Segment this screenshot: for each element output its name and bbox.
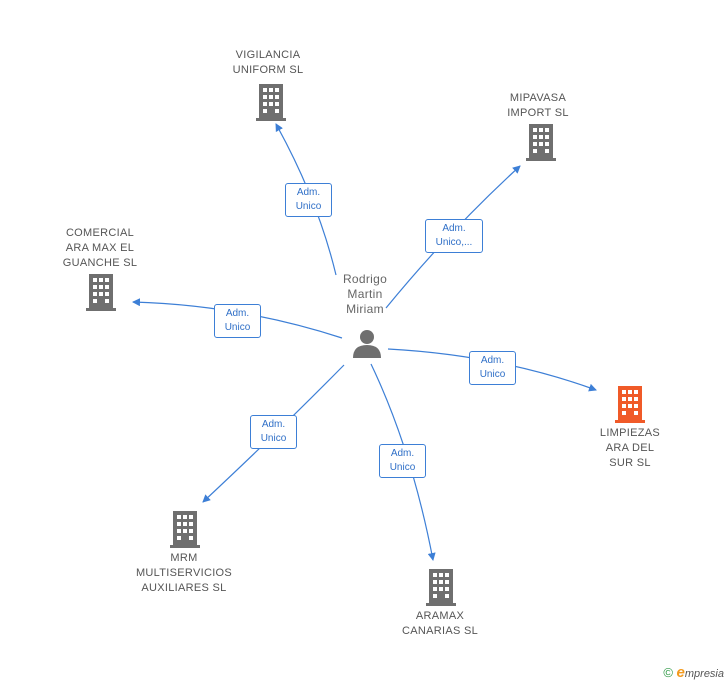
person-icon[interactable] (351, 328, 383, 358)
relation-label-limpiezas[interactable]: Adm. Unico (469, 351, 516, 385)
company-label-vigilancia[interactable]: VIGILANCIA UNIFORM SL (232, 49, 304, 76)
relation-label-mrm[interactable]: Adm. Unico (250, 415, 297, 449)
company-label-mrm[interactable]: MRM MULTISERVICIOS AUXILIARES SL (135, 552, 233, 594)
brand-name: mpresia (684, 668, 724, 680)
copyright-icon: © (663, 665, 673, 680)
company-label-mipavasa[interactable]: MIPAVASA IMPORT SL (507, 92, 569, 119)
relation-label-comercial[interactable]: Adm. Unico (214, 304, 261, 338)
relation-label-vigilancia[interactable]: Adm. Unico (285, 183, 332, 217)
footer-brand: © empresia (663, 664, 724, 681)
relation-label-aramax[interactable]: Adm. Unico (379, 444, 426, 478)
company-label-aramax[interactable]: ARAMAX CANARIAS SL (401, 610, 479, 637)
building-icon-highlight[interactable] (613, 386, 647, 424)
company-label-comercial[interactable]: COMERCIAL ARA MAX EL GUANCHE SL (62, 227, 138, 269)
person-name: Rodrigo Martin Miriam (342, 272, 388, 316)
brand-initial: e (676, 664, 685, 681)
company-label-limpiezas[interactable]: LIMPIEZAS ARA DEL SUR SL (599, 427, 661, 469)
relation-label-mipavasa[interactable]: Adm. Unico,... (425, 219, 483, 253)
building-icon[interactable] (254, 84, 288, 122)
building-icon[interactable] (424, 569, 458, 607)
building-icon[interactable] (524, 124, 558, 162)
building-icon[interactable] (84, 274, 118, 312)
building-icon[interactable] (168, 511, 202, 549)
